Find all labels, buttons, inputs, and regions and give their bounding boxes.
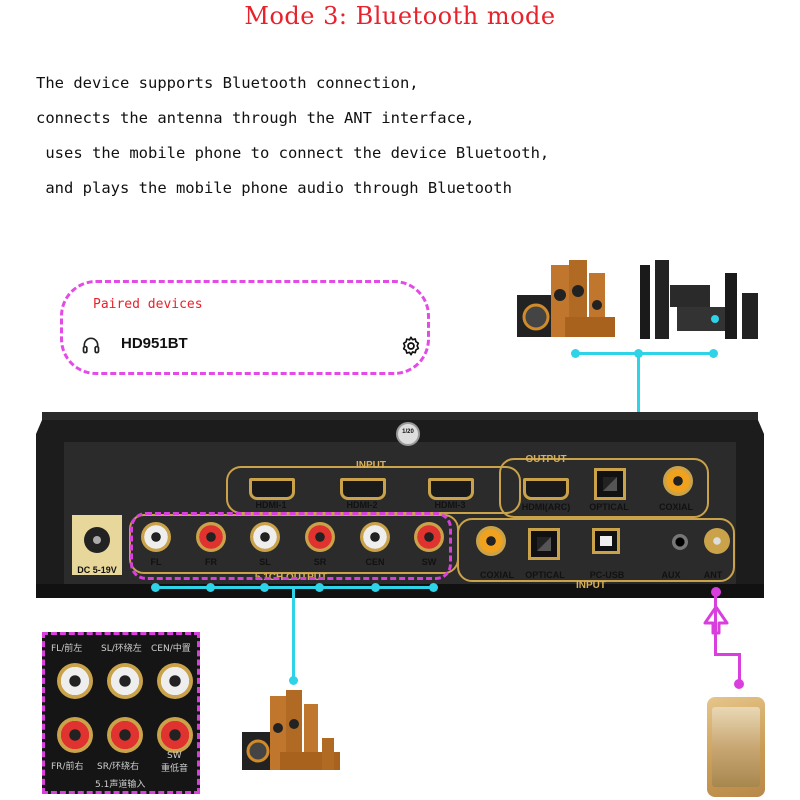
speaker-system-images [517, 260, 758, 339]
description-line-1: The device supports Bluetooth connection… [36, 74, 419, 92]
inset-jack-sl [107, 663, 143, 699]
connector-dot [315, 583, 324, 592]
ant-label: ANT [703, 570, 723, 580]
channel-connection-line [155, 586, 435, 589]
ant-connection-line [738, 653, 741, 683]
ant-port[interactable] [704, 528, 730, 554]
hdmi-2-label: HDMI-2 [346, 500, 378, 510]
dc-power-label: DC 5-19V [77, 565, 117, 575]
inset-jack-fr [57, 717, 93, 753]
coaxial-output-port[interactable] [663, 466, 693, 496]
hdmi-3-label: HDMI-3 [434, 500, 466, 510]
aux-label: AUX [661, 570, 681, 580]
inset-label-sw: SW [167, 751, 182, 761]
connector-dot [260, 583, 269, 592]
connector-dot [206, 583, 215, 592]
fr-label: FR [205, 557, 217, 567]
pc-usb-label: PC-USB [589, 570, 625, 580]
coaxial-output-label: COXIAL [658, 502, 693, 512]
gear-icon[interactable] [400, 335, 422, 357]
inset-label-51-input: 5.1声道输入 [95, 780, 146, 790]
sl-output-jack[interactable] [250, 522, 280, 552]
hdmi-arc-label: HDMI(ARC) [521, 502, 571, 512]
paired-device-item[interactable]: HD951BT [121, 335, 188, 352]
inset-label-sl: SL/环绕左 [101, 644, 142, 654]
channel-highlight-box [130, 512, 452, 580]
arrow-up-icon [703, 605, 729, 635]
connector-dot [734, 679, 744, 689]
inset-label-subwoofer: 重低音 [161, 764, 189, 774]
coaxial-input-label: COXIAL [479, 570, 514, 580]
optical-output-label: OPTICAL [589, 502, 629, 512]
fl-output-jack[interactable] [141, 522, 171, 552]
sr-output-jack[interactable] [305, 522, 335, 552]
sw-label: SW [421, 557, 437, 567]
inset-label-fr: FR/前右 [51, 762, 84, 772]
optical-input-label: OPTICAL [525, 570, 565, 580]
connector-dot [371, 583, 380, 592]
output-header: OUTPUT [525, 454, 567, 465]
hdmi-3-port[interactable] [428, 478, 474, 500]
inset-label-cen: CEN/中置 [151, 644, 191, 654]
mobile-phone-image [707, 697, 765, 797]
inset-jack-fl [57, 663, 93, 699]
speaker-set-image [242, 690, 340, 770]
inset-label-sr: SR/环绕右 [97, 762, 139, 772]
inset-jack-sr [107, 717, 143, 753]
hdmi-2-port[interactable] [340, 478, 386, 500]
connector-dot [571, 349, 580, 358]
connector-dot [429, 583, 438, 592]
sr-label: SR [313, 557, 327, 567]
connector-dot [289, 676, 298, 685]
description-line-4: and plays the mobile phone audio through… [36, 179, 512, 197]
headphones-icon [82, 337, 100, 354]
connector-dot [711, 587, 721, 597]
inset-jack-cen [157, 663, 193, 699]
hdmi-arc-port[interactable] [523, 478, 569, 500]
connector-dot [709, 349, 718, 358]
ant-connection-line [714, 595, 717, 655]
pc-usb-port[interactable] [592, 528, 620, 554]
output-connection-line [575, 352, 715, 355]
cen-label: CEN [365, 557, 385, 567]
channel-connection-line [292, 588, 295, 680]
ant-connection-line [714, 653, 740, 656]
hdmi-1-label: HDMI-1 [255, 500, 287, 510]
optical-input-port[interactable] [528, 528, 560, 560]
rca-closeup-inset: FL/前左 SL/环绕左 CEN/中置 FR/前右 SR/环绕右 SW 重低音 … [42, 632, 200, 794]
fr-output-jack[interactable] [196, 522, 226, 552]
inset-label-fl: FL/前左 [51, 644, 83, 654]
optical-output-port[interactable] [594, 468, 626, 500]
knob-label: 1/20 [402, 429, 414, 435]
connector-dot [151, 583, 160, 592]
output-connection-line [637, 352, 640, 448]
paired-devices-title: Paired devices [93, 297, 203, 312]
coaxial-input-port[interactable] [476, 526, 506, 556]
aux-input-port[interactable] [672, 534, 688, 550]
sl-label: SL [259, 557, 271, 567]
fl-label: FL [150, 557, 162, 567]
paired-devices-panel: Paired devices HD951BT [60, 280, 430, 375]
bottom-input-header: INPUT [576, 580, 606, 591]
description-line-2: connects the antenna through the ANT int… [36, 109, 475, 127]
cen-output-jack[interactable] [360, 522, 390, 552]
description-line-3: uses the mobile phone to connect the dev… [36, 144, 550, 162]
page-title: Mode 3: Bluetooth mode [244, 2, 556, 30]
hdmi-1-port[interactable] [249, 478, 295, 500]
input-header: INPUT [356, 460, 386, 471]
inset-jack-sw [157, 717, 193, 753]
